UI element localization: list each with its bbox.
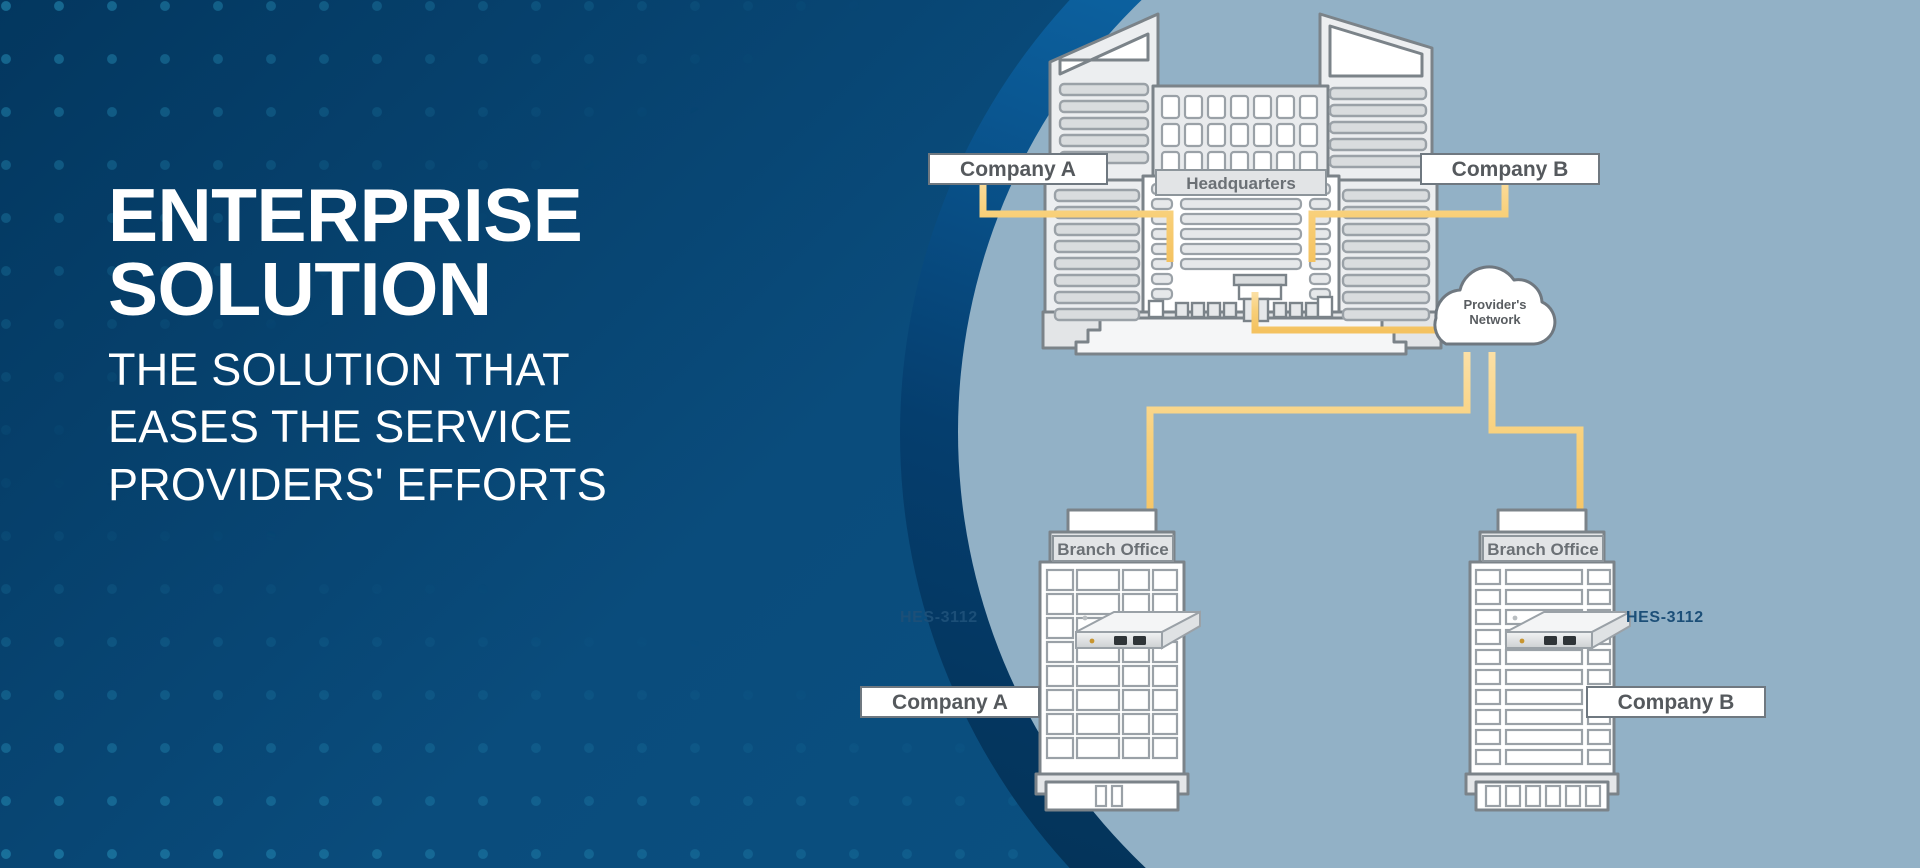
hes-3112-label-left: HES-3112 [900, 609, 978, 626]
headline-line-1: ENTERPRISE [108, 173, 583, 257]
hes-3112-device-left [1075, 610, 1201, 650]
hq-company-a-label: Company A [928, 153, 1108, 185]
branch-office-label-right: Branch Office [1482, 535, 1604, 562]
cable-links [979, 170, 1584, 540]
hes-3112-device-right [1505, 610, 1631, 650]
hq-window-stripes [1053, 82, 1431, 322]
page-title: ENTERPRISE SOLUTION [108, 173, 748, 332]
hq-headquarters-label: Headquarters [1155, 169, 1327, 196]
banner-text-block: ENTERPRISE SOLUTION THE SOLUTION THAT EA… [108, 173, 748, 514]
subtitle-line-2: EASES THE SERVICE [108, 401, 573, 453]
page-subtitle: THE SOLUTION THAT EASES THE SERVICE PROV… [108, 341, 748, 514]
hq-center-window-grid [1160, 94, 1319, 176]
provider-cloud-icon [1433, 265, 1557, 346]
hes-3112-label-right: HES-3112 [1626, 609, 1704, 626]
hq-entrance [1147, 273, 1334, 323]
branch-office-label-left: Branch Office [1052, 535, 1174, 562]
headline-line-2: SOLUTION [108, 247, 492, 332]
network-topology-diagram: Company A Headquarters Company B Provide… [860, 0, 1920, 868]
diagram-svg [979, 12, 1631, 812]
subtitle-line-1: THE SOLUTION THAT [108, 343, 570, 395]
provider-network-line-2: Network [1469, 312, 1521, 327]
branch-company-a-label: Company A [860, 686, 1040, 718]
provider-network-label: Provider's Network [1450, 297, 1540, 327]
hq-company-b-label: Company B [1420, 153, 1600, 185]
provider-network-line-1: Provider's [1463, 297, 1527, 312]
subtitle-line-3: PROVIDERS' EFFORTS [108, 458, 607, 510]
branch-company-b-label: Company B [1586, 686, 1766, 718]
